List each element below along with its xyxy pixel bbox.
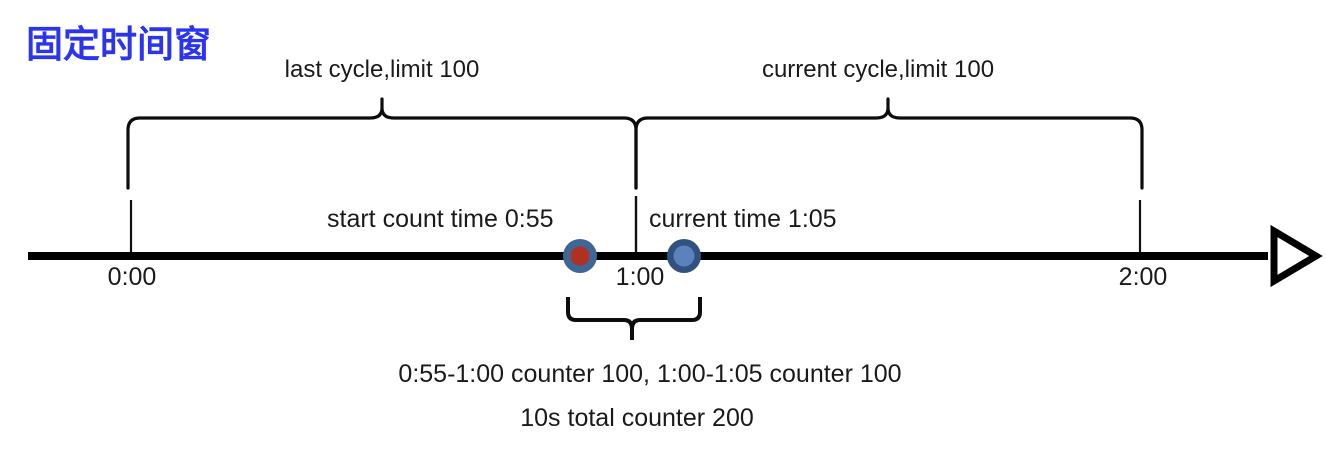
- caption-total-counter: 10s total counter 200: [520, 404, 754, 432]
- caption-counter-breakdown: 0:55-1:00 counter 100, 1:00-1:05 counter…: [398, 360, 902, 388]
- brace-window-span: [566, 297, 702, 340]
- brace-current-cycle: [634, 97, 1144, 190]
- marker-start-count-dot: [570, 246, 590, 266]
- label-current-cycle: current cycle,limit 100: [761, 56, 995, 83]
- page-title: 固定时间窗: [26, 24, 211, 65]
- arrow-right-icon: [1270, 224, 1323, 288]
- tick-label-0-00: 0:00: [107, 263, 157, 291]
- marker-current-time-dot: [673, 245, 695, 267]
- brace-last-cycle: [126, 97, 638, 190]
- label-last-cycle: last cycle,limit 100: [284, 56, 480, 83]
- tick-label-1-00: 1:00: [615, 263, 665, 291]
- label-start-count-time: start count time 0:55: [327, 205, 554, 233]
- tick-label-2-00: 2:00: [1118, 263, 1168, 291]
- label-current-time: current time 1:05: [649, 205, 837, 233]
